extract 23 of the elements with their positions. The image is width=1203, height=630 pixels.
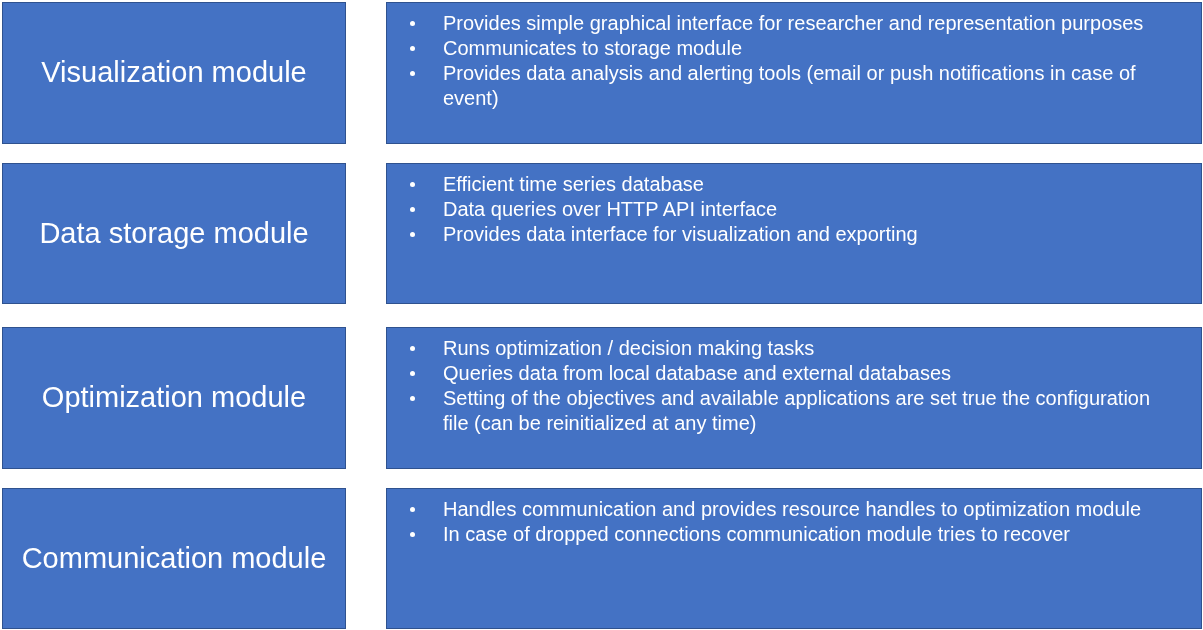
module-box bbox=[2, 327, 346, 469]
bullet-text: Provides data analysis and alerting tools (email or push notifications in case of event) bbox=[443, 62, 1136, 109]
bullet-text: Communicates to storage module bbox=[443, 37, 743, 59]
description-box bbox=[386, 327, 1202, 469]
module-box bbox=[2, 488, 346, 629]
module-title: Visualization module bbox=[41, 55, 307, 91]
bullet-text: Queries data from local database and external databases bbox=[443, 362, 952, 384]
bullet-text: Provides simple graphical interface for researcher and representation purposes bbox=[443, 12, 1144, 34]
description-box bbox=[386, 2, 1202, 144]
description-box bbox=[386, 163, 1202, 304]
bullet-text: Runs optimization / decision making tasks bbox=[443, 337, 815, 359]
module-title: Data storage module bbox=[39, 215, 309, 251]
description-box bbox=[386, 488, 1202, 629]
module-box bbox=[2, 163, 346, 304]
bullet-text: Data queries over HTTP API interface bbox=[443, 198, 778, 220]
bullet-text: Efficient time series database bbox=[443, 173, 704, 195]
bullet-text: Setting of the objectives and available applications are set true the configuration file (can be reinitialized at any time) bbox=[443, 387, 1151, 434]
module-title: Optimization module bbox=[41, 380, 307, 416]
module-title: Communication module bbox=[21, 540, 327, 576]
bullet-text: In case of dropped connections communication module tries to recover bbox=[443, 523, 1070, 545]
bullet-text: Handles communication and provides resource handles to optimization module bbox=[443, 498, 1142, 520]
bullet-text: Provides data interface for visualization and exporting bbox=[443, 223, 918, 245]
module-box bbox=[2, 2, 346, 144]
